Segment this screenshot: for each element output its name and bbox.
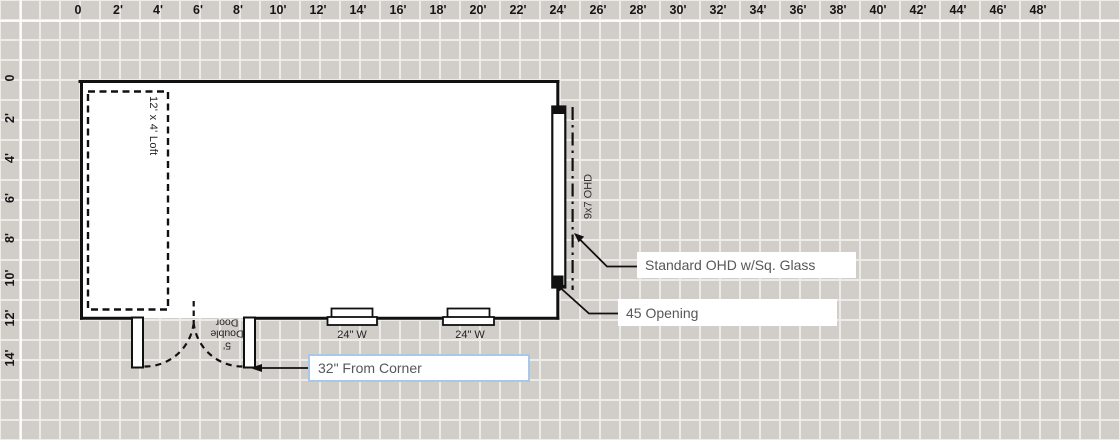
callout-standard-ohd[interactable]: Standard OHD w/Sq. Glass xyxy=(637,252,856,278)
arrowhead-corner xyxy=(250,364,262,372)
ruler-tick-label: 26' xyxy=(589,3,607,17)
ruler-tick-label: 12' xyxy=(309,3,327,17)
callout-leaders xyxy=(260,237,637,369)
window-2[interactable] xyxy=(442,307,495,326)
ruler-divider-vertical xyxy=(20,0,22,440)
ruler-tick-label: 22' xyxy=(509,3,527,17)
arrowhead-opening xyxy=(555,282,566,292)
ruler-tick-label: 36' xyxy=(789,3,807,17)
ruler-tick-label: 8' xyxy=(233,3,243,17)
ruler-tick-label: 46' xyxy=(989,3,1007,17)
ohd-label: 9x7 OHD xyxy=(582,173,595,220)
loft-label: 12' x 4' Loft xyxy=(147,96,159,156)
ruler-divider-horizontal xyxy=(0,20,1120,22)
double-door-jambs[interactable] xyxy=(131,316,256,369)
ruler-tick-label: 4' xyxy=(153,3,163,17)
overhead-door[interactable] xyxy=(551,105,567,289)
ruler-top: 0 2' 4' 6' 8' 10' 12' 14' 16' 18' 20' 22' 24' 26' 28' 3… xyxy=(58,1,1058,19)
window-2-label: 24" W xyxy=(455,329,485,341)
loft-area[interactable] xyxy=(86,90,170,311)
callout-text: 32" From Corner xyxy=(318,360,422,376)
ruler-tick-label: 40' xyxy=(869,3,887,17)
double-door-label: 5' Double Door xyxy=(210,316,244,352)
ruler-tick-label: 10' xyxy=(269,3,287,17)
ruler-tick-label: 34' xyxy=(749,3,767,17)
ruler-tick-label: 0 xyxy=(74,3,82,17)
building-walls xyxy=(78,80,560,320)
double-door-swing xyxy=(144,301,243,368)
ruler-tick-label: 14' xyxy=(349,3,367,17)
ruler-tick-label: 44' xyxy=(949,3,967,17)
ruler-tick-label: 16' xyxy=(389,3,407,17)
ruler-tick-label: 28' xyxy=(629,3,647,17)
ruler-tick-label: 18' xyxy=(429,3,447,17)
callout-text: 45 Opening xyxy=(626,304,699,321)
ruler-tick-label: 48' xyxy=(1029,3,1047,17)
ruler-tick-label: 20' xyxy=(469,3,487,17)
window-1-label: 24" W xyxy=(337,329,367,341)
ruler-tick-label: 42' xyxy=(909,3,927,17)
ruler-tick-label: 24' xyxy=(549,3,567,17)
callout-45-opening[interactable]: 45 Opening xyxy=(618,299,837,326)
callout-text: Standard OHD w/Sq. Glass xyxy=(645,257,816,273)
ruler-tick-label: 38' xyxy=(829,3,847,17)
ruler-tick-label: 6' xyxy=(193,3,203,17)
ruler-tick-label: 2' xyxy=(113,3,123,17)
ruler-tick-label: 30' xyxy=(669,3,687,17)
callout-32-from-corner[interactable]: 32" From Corner xyxy=(308,354,530,382)
window-1[interactable] xyxy=(326,307,378,326)
arrowhead-ohd xyxy=(574,233,585,243)
ruler-tick-label: 32' xyxy=(709,3,727,17)
